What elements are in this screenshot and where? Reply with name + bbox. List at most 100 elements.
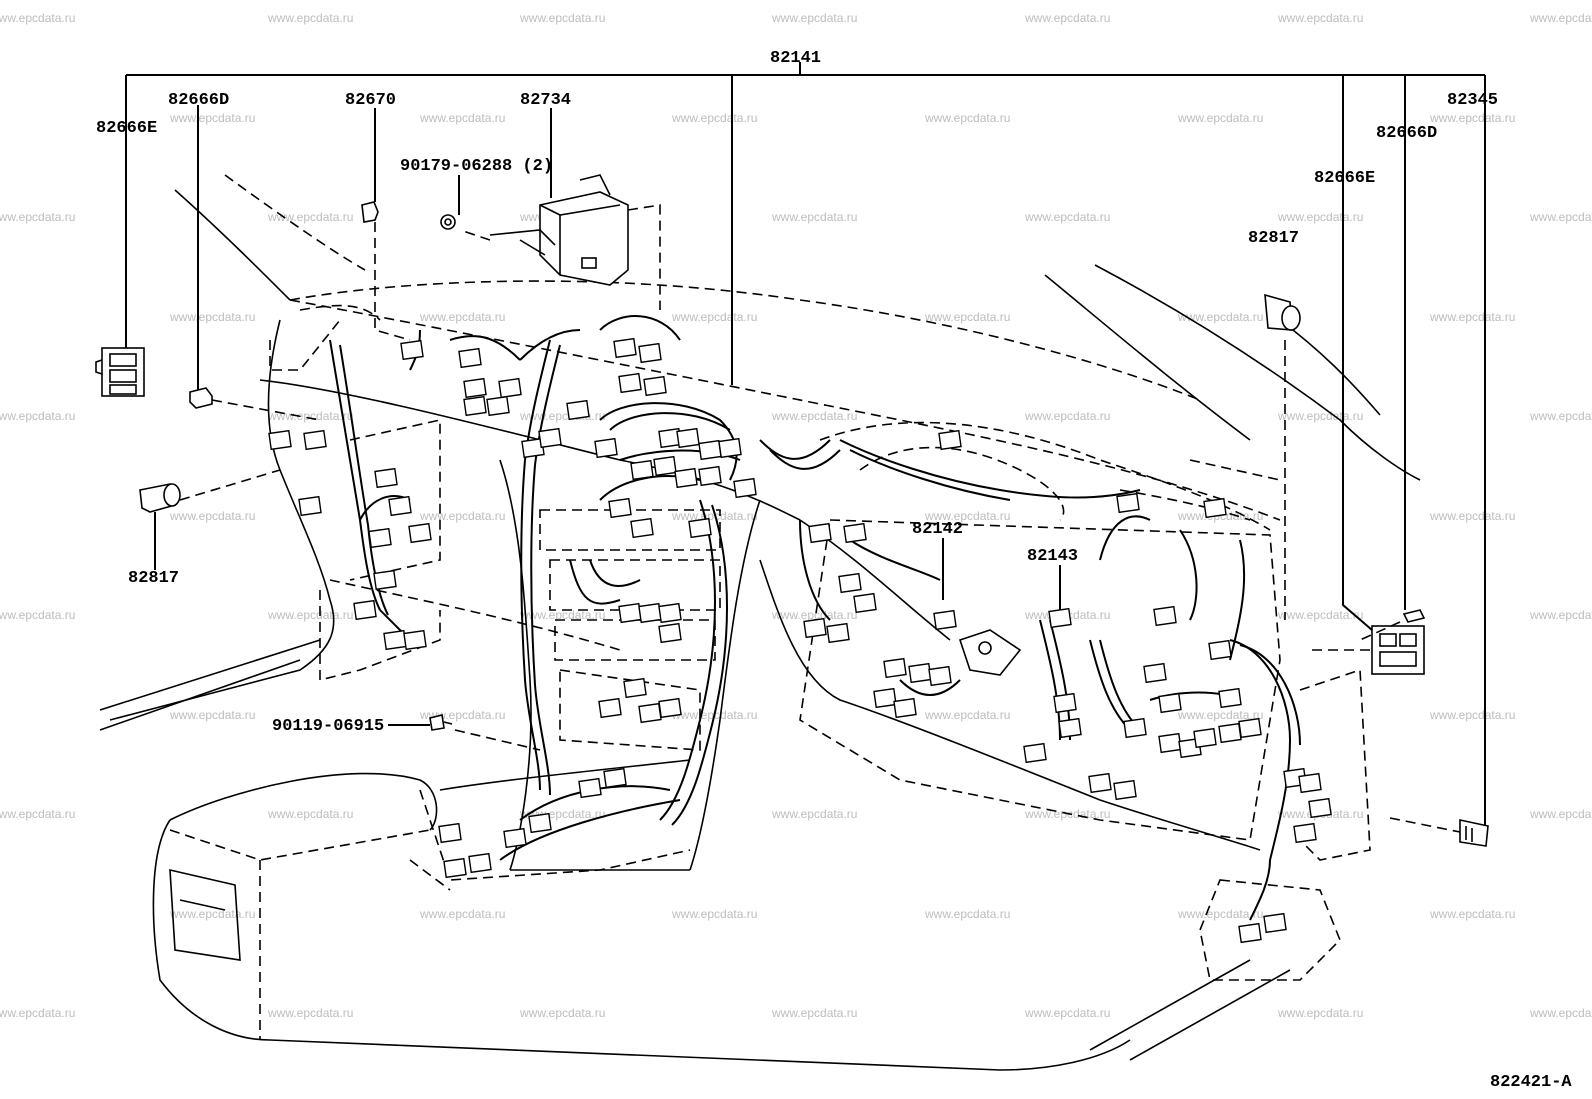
harness-connector bbox=[1238, 717, 1262, 739]
harness-connector bbox=[353, 599, 377, 621]
watermark-text: www.epcdata.ru bbox=[0, 1006, 75, 1020]
harness-connector bbox=[676, 427, 700, 449]
harness-connector bbox=[458, 347, 482, 369]
harness-connector bbox=[928, 665, 952, 687]
label-82666D-right: 82666D bbox=[1376, 124, 1437, 143]
watermark-text: www.epcdata.ru bbox=[0, 11, 75, 25]
leader-lines bbox=[125, 62, 1486, 833]
harness-connector bbox=[908, 662, 932, 684]
watermark-text: www.epcdata.ru bbox=[771, 1006, 857, 1020]
watermark-text: www.epcdata.ru bbox=[1529, 807, 1592, 821]
harness-connector bbox=[298, 495, 322, 517]
harness-connector bbox=[873, 687, 897, 709]
harness-connector bbox=[1158, 732, 1182, 754]
harness-connector bbox=[733, 477, 757, 499]
label-82143: 82143 bbox=[1027, 547, 1078, 566]
watermark-text: www.epcdata.ru bbox=[1429, 111, 1515, 125]
harness-connector bbox=[1116, 492, 1140, 514]
watermark-text: www.epcdata.ru bbox=[1429, 509, 1515, 523]
harness-connector bbox=[603, 767, 627, 789]
watermark-text: www.epcdata.ru bbox=[671, 509, 757, 523]
harness-connector bbox=[618, 372, 642, 394]
part-82817-right bbox=[1264, 293, 1301, 331]
watermark-text: www.epcdata.ru bbox=[519, 1006, 605, 1020]
watermark-text: www.epcdata.ru bbox=[169, 509, 255, 523]
harness-connector bbox=[383, 629, 407, 651]
harness-connector bbox=[1263, 912, 1287, 934]
watermark-text: www.epcdata.ru bbox=[419, 310, 505, 324]
harness-connector bbox=[373, 569, 397, 591]
label-82666E-right: 82666E bbox=[1314, 169, 1375, 188]
harness-connector bbox=[638, 702, 662, 724]
harness-connector bbox=[374, 467, 398, 489]
watermark-text: www.epcdata.ru bbox=[1277, 608, 1363, 622]
watermark-text: www.epcdata.ru bbox=[671, 111, 757, 125]
harness-connector bbox=[443, 857, 467, 879]
part-82670 bbox=[361, 201, 379, 223]
harness-connector bbox=[1023, 742, 1047, 764]
harness-connector bbox=[674, 467, 698, 489]
harness-connector bbox=[688, 517, 712, 539]
harness-connector bbox=[594, 437, 618, 459]
part-82345 bbox=[1459, 819, 1489, 847]
harness-connector bbox=[408, 522, 432, 544]
watermark-text: www.epcdata.ru bbox=[0, 807, 75, 821]
harness-connector bbox=[598, 697, 622, 719]
watermark-text: www.epcdata.ru bbox=[0, 210, 75, 224]
harness-connector bbox=[893, 697, 917, 719]
harness-connector bbox=[808, 522, 832, 544]
watermark-text: www.epcdata.ru bbox=[0, 409, 75, 423]
watermark-text: www.epcdata.ru bbox=[924, 310, 1010, 324]
watermark-text: www.epcdata.ru bbox=[0, 608, 75, 622]
label-82345: 82345 bbox=[1447, 91, 1498, 110]
harness-connector bbox=[528, 812, 552, 834]
label-90179-06288: 90179-06288 (2) bbox=[400, 157, 553, 176]
watermark-text: www.epcdata.ru bbox=[1024, 1006, 1110, 1020]
harness-connector bbox=[623, 677, 647, 699]
harness-connector bbox=[1218, 687, 1242, 709]
harness-connector bbox=[498, 377, 522, 399]
watermark-text: www.epcdata.ru bbox=[419, 509, 505, 523]
watermark-text: www.epcdata.ru bbox=[169, 907, 255, 921]
harness-connector bbox=[303, 429, 327, 451]
watermark-text: www.epcdata.ru bbox=[1529, 608, 1592, 622]
watermark-text: www.epcdata.ru bbox=[169, 111, 255, 125]
watermark-text: www.epcdata.ru bbox=[771, 409, 857, 423]
watermark-text: www.epcdata.ru bbox=[1024, 409, 1110, 423]
harness-connector bbox=[578, 777, 602, 799]
part-90179-nut bbox=[440, 214, 456, 230]
diagram-id: 822421-A bbox=[1490, 1073, 1572, 1092]
watermark-text: www.epcdata.ru bbox=[267, 11, 353, 25]
part-labels: 82141 82666D 82666E 82670 82734 90179-06… bbox=[96, 49, 1572, 1092]
harness-connector bbox=[1193, 727, 1217, 749]
harness-connector bbox=[438, 822, 462, 844]
harness-connector bbox=[1088, 772, 1112, 794]
harness-connector bbox=[698, 465, 722, 487]
watermark-text: www.epcdata.ru bbox=[267, 807, 353, 821]
harness-connector bbox=[503, 827, 527, 849]
harness-connector bbox=[1238, 922, 1262, 944]
watermark-text: www.epcdata.ru bbox=[771, 210, 857, 224]
harness-connector bbox=[388, 495, 412, 517]
harness-connector bbox=[566, 399, 590, 421]
harness-connector bbox=[618, 602, 642, 624]
part-82666E-left bbox=[95, 347, 145, 397]
watermark-text: www.epcdata.ru bbox=[1177, 907, 1263, 921]
harness-connector bbox=[463, 395, 487, 417]
harness-connector bbox=[843, 522, 867, 544]
watermark-text: www.epcdata.ru bbox=[419, 111, 505, 125]
harness-connector bbox=[403, 629, 427, 651]
watermark-text: www.epcdata.ru bbox=[267, 608, 353, 622]
harness-connector bbox=[883, 657, 907, 679]
watermark-text: www.epcdata.ru bbox=[1277, 210, 1363, 224]
watermark-text: www.epcdata.ru bbox=[267, 409, 353, 423]
watermark-text: www.epcdata.ru bbox=[771, 807, 857, 821]
watermark-text: www.epcdata.ru bbox=[1177, 708, 1263, 722]
watermark-text: www.epcdata.ru bbox=[771, 11, 857, 25]
watermark-text: www.epcdata.ru bbox=[1024, 11, 1110, 25]
harness-connector bbox=[1298, 772, 1322, 794]
watermark-text: www.epcdata.ru bbox=[419, 907, 505, 921]
watermark-text: www.epcdata.ru bbox=[924, 907, 1010, 921]
part-82666E-right bbox=[1371, 625, 1425, 675]
